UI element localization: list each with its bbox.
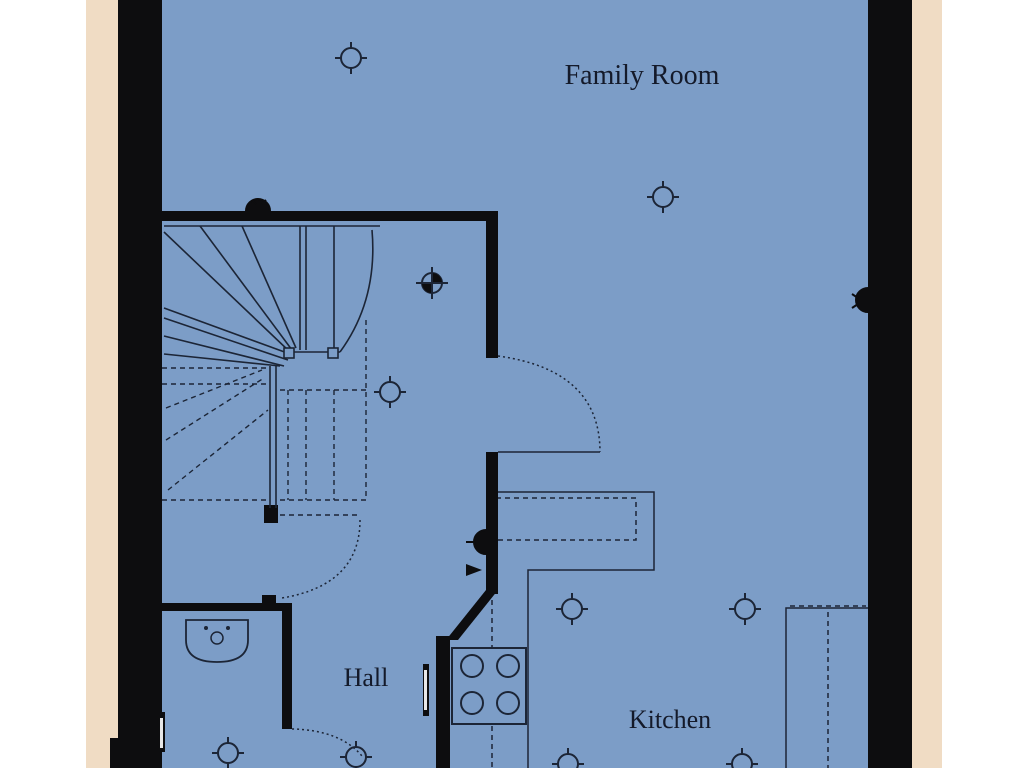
outer-wall-right [868, 0, 912, 768]
floor-area [118, 0, 912, 768]
outer-wall-left-base [110, 738, 162, 768]
wall-under-stairs-top [160, 211, 498, 221]
interior-walls [160, 211, 498, 768]
outer-wall-left [118, 0, 162, 740]
kitchen-counters [491, 491, 868, 768]
wall-hall-angled [446, 590, 498, 640]
wall-hall-upper [486, 211, 498, 358]
label-family-room: Family Room [565, 60, 720, 91]
wall-light-icon [244, 198, 272, 212]
door-hall [281, 519, 361, 599]
staircase [163, 225, 380, 508]
wall-hall-right [436, 636, 450, 768]
wall-stub [264, 505, 278, 523]
wall-light-icon [851, 286, 869, 314]
label-hall: Hall [344, 663, 389, 692]
wall-wc-right [282, 603, 292, 729]
door-wc [291, 728, 363, 757]
stairs-dashed [162, 320, 367, 516]
wall-hall-lower [486, 452, 498, 594]
sink-icon [185, 619, 249, 663]
paper-edge-left [86, 0, 122, 768]
smoke-detector-icon [416, 267, 448, 299]
door-swings [281, 355, 601, 757]
wall-wc-post [262, 595, 276, 611]
wall-wc-top [160, 603, 292, 611]
switch-icon [466, 564, 482, 576]
label-kitchen: Kitchen [629, 705, 711, 734]
hob-icon [451, 647, 527, 725]
wall-light-icon [466, 528, 487, 556]
